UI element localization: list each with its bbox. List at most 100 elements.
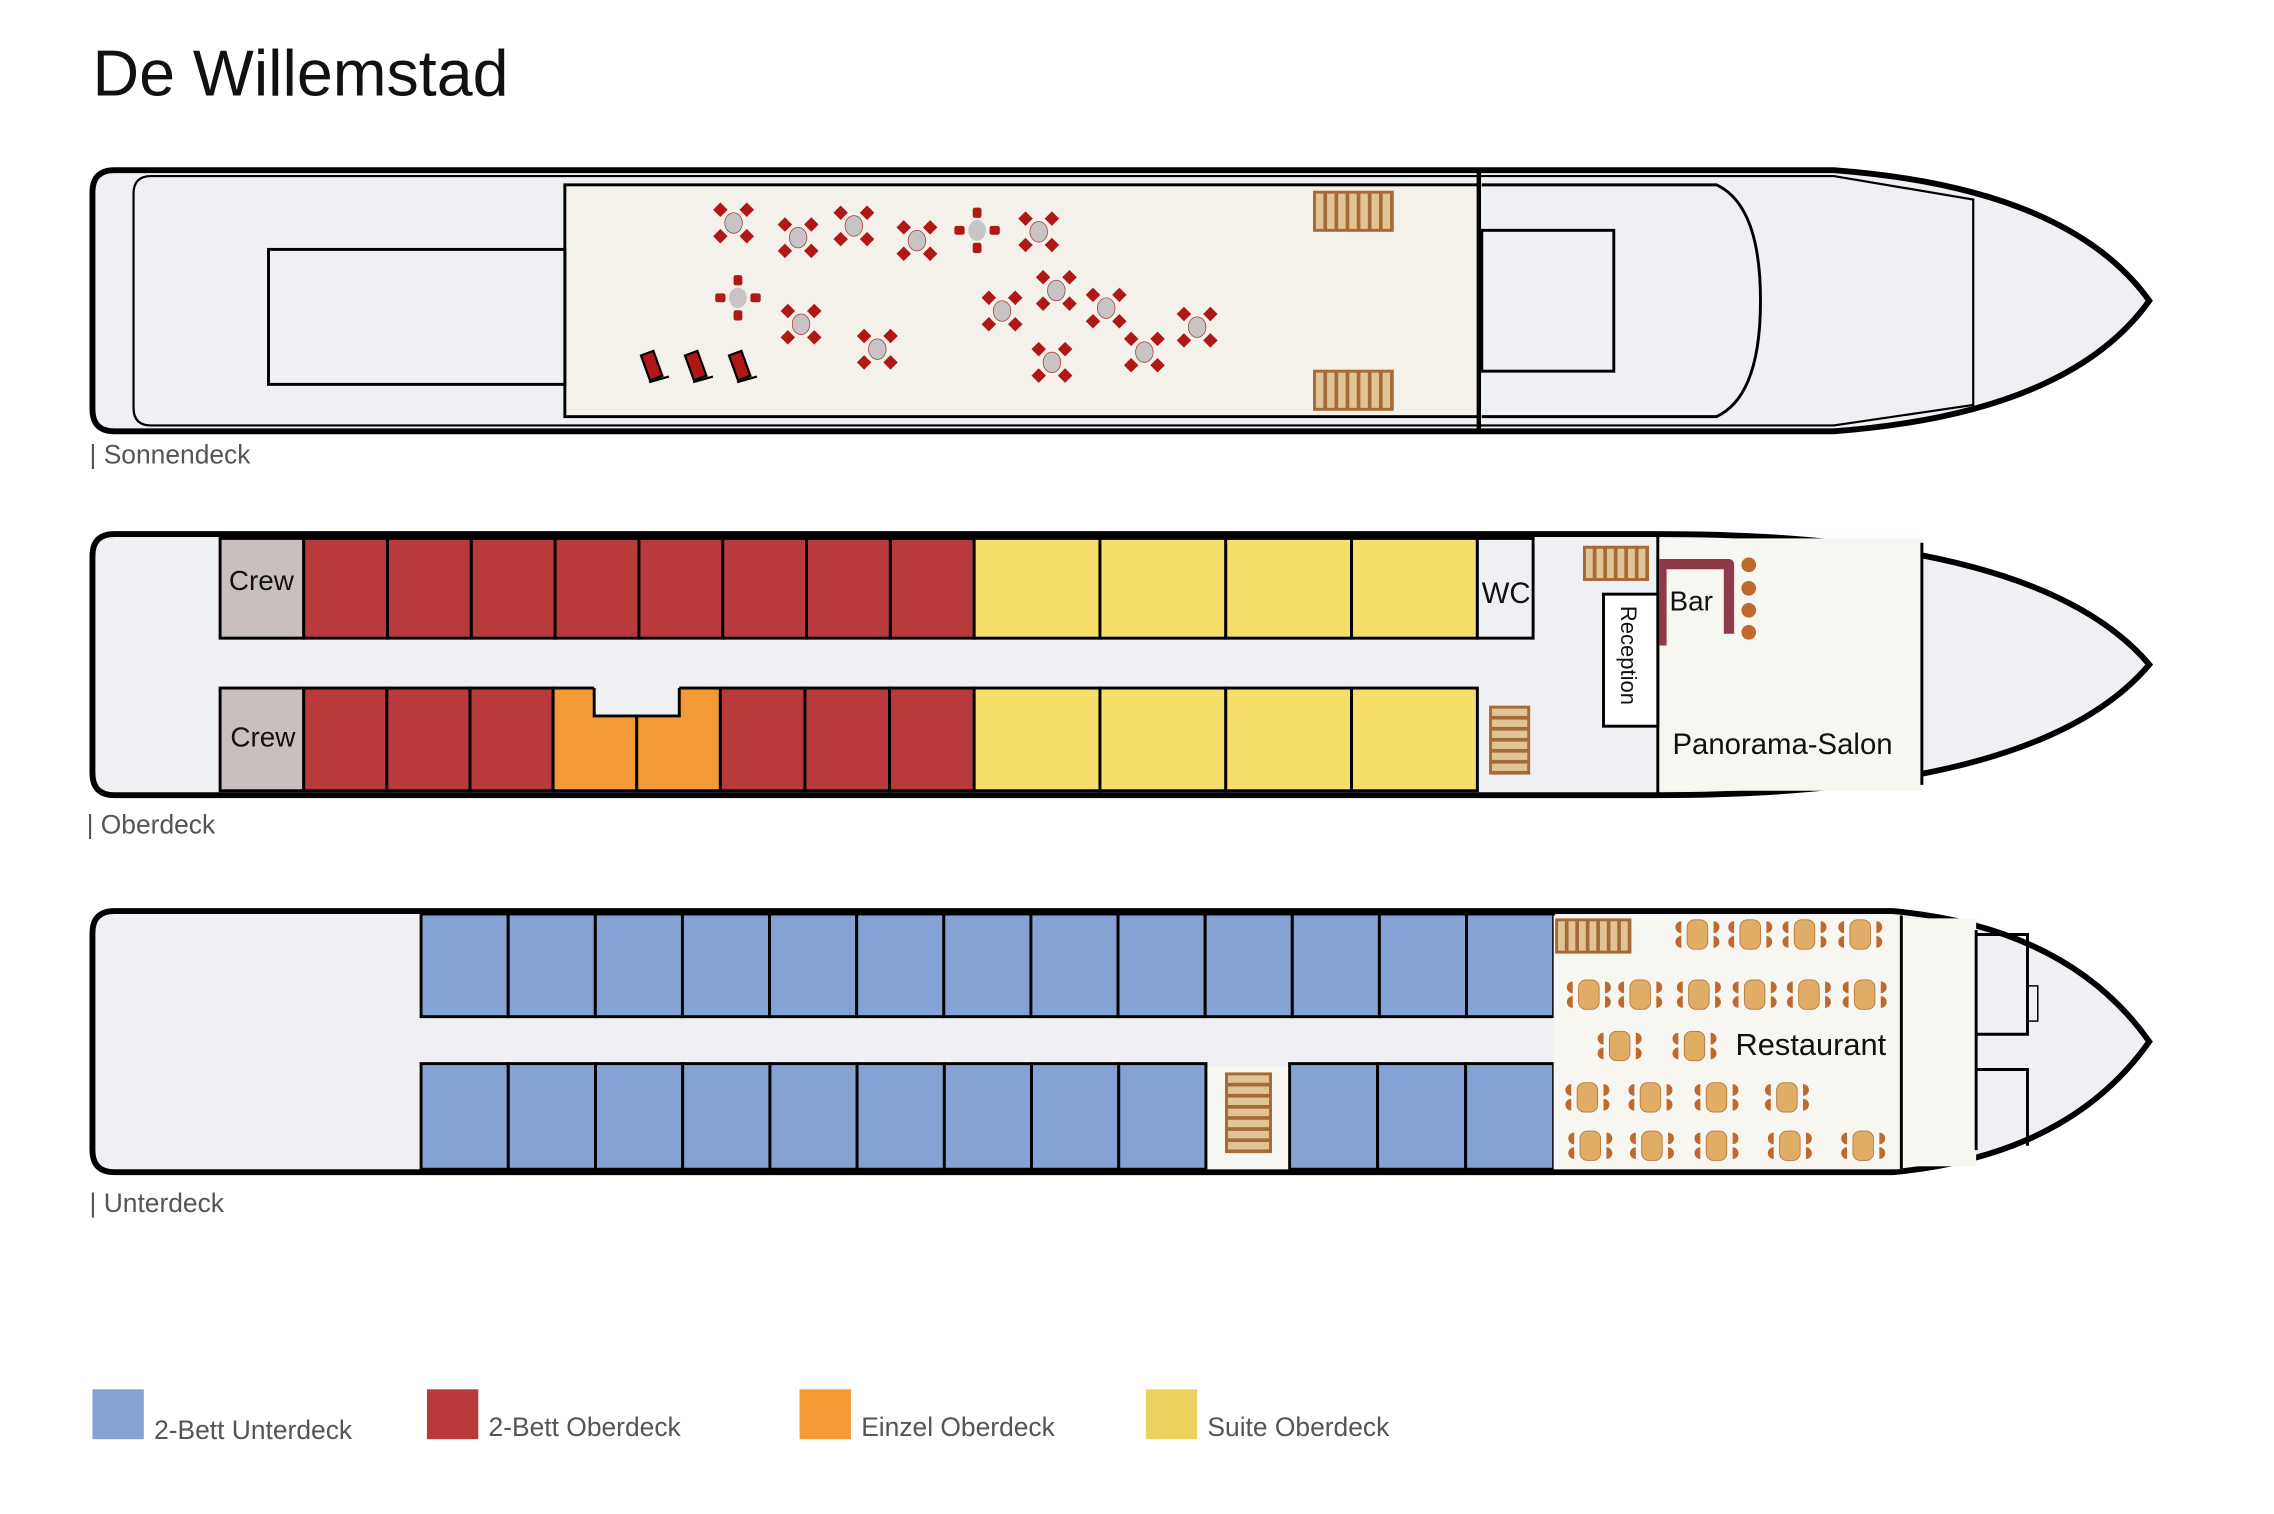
chair [1767, 1147, 1774, 1159]
table-top [1683, 1030, 1706, 1062]
table-top [1576, 1082, 1599, 1113]
chair [1879, 1132, 1886, 1145]
cabin-2bett-unterdeck [1290, 912, 1381, 1019]
chair [1668, 1147, 1674, 1159]
chair [1732, 1147, 1739, 1159]
stair-step [1492, 741, 1528, 749]
chair [1656, 996, 1663, 1008]
chair [1764, 1098, 1771, 1111]
cabin-2bett-unterdeck [855, 912, 946, 1019]
chair [739, 202, 755, 218]
stair-step [1338, 372, 1346, 408]
stair-step [1227, 1086, 1270, 1094]
restaurant-table [1694, 1130, 1739, 1161]
crew-label: Crew [229, 565, 295, 596]
cabin-2bett-oberdeck [468, 686, 555, 793]
cabin-suite-oberdeck [972, 686, 1102, 793]
restaurant-table [1786, 979, 1831, 1010]
chair [1805, 1132, 1812, 1145]
chair [1803, 1084, 1809, 1096]
restaurant-table [1566, 979, 1611, 1010]
chair [804, 217, 819, 232]
chair [1825, 996, 1831, 1008]
cabin-2bett-oberdeck [302, 536, 389, 640]
chair [1604, 981, 1611, 994]
restaurant-table [1618, 979, 1663, 1010]
chair [1825, 981, 1831, 994]
sonnendeck: | Sonnendeck [89, 167, 2153, 470]
restaurant-table [1842, 979, 1887, 1010]
chair [1566, 981, 1573, 994]
chair [1606, 1132, 1613, 1145]
reception-desk [1602, 592, 1660, 728]
wc-label: WC [1482, 577, 1531, 610]
stairs-icon [1582, 545, 1650, 581]
chair [1694, 1132, 1701, 1145]
cabin-2bett-oberdeck [637, 536, 725, 640]
restaurant-table [1728, 919, 1773, 950]
chair [1728, 921, 1735, 934]
chair [1766, 921, 1773, 934]
panorama-salon-label: Panorama-Salon [1672, 728, 1892, 761]
cabin-2bett-oberdeck [718, 686, 807, 793]
table-top [1097, 297, 1116, 319]
table-top [1688, 979, 1710, 1010]
table-top [1042, 351, 1062, 373]
cabin-2bett-unterdeck [1465, 912, 1556, 1019]
chair [1732, 1132, 1739, 1145]
table-top [1852, 1130, 1874, 1161]
chair [896, 246, 911, 262]
chair [1764, 1084, 1771, 1096]
chair [883, 355, 898, 370]
chair [806, 330, 822, 345]
bow-room-bottom [1976, 1068, 2029, 1146]
stair-step [1227, 1108, 1270, 1117]
stairs-icon [1225, 1072, 1272, 1154]
chair [713, 202, 728, 218]
chair [1841, 1147, 1848, 1159]
restaurant-table [1568, 1130, 1613, 1161]
legend-swatch [426, 1389, 479, 1440]
chair [1606, 1147, 1613, 1159]
chair [1820, 921, 1827, 934]
stair-step [1327, 372, 1335, 408]
cabin-2bett-oberdeck [469, 536, 557, 640]
crew-cabin-bottom [218, 686, 306, 793]
stair-step [1492, 752, 1528, 760]
cabin-2bett-unterdeck [506, 1062, 597, 1171]
chair [1568, 1147, 1575, 1159]
chair [1732, 1098, 1739, 1111]
chair [972, 242, 982, 254]
chair [1618, 996, 1625, 1008]
legend-swatch [1145, 1389, 1198, 1440]
legend-item: 2-Bett Unterdeck [92, 1389, 353, 1445]
deck-chair-leg [692, 375, 714, 384]
chair [922, 246, 938, 262]
bar-stool [1741, 557, 1757, 573]
chair [1732, 996, 1739, 1008]
chair [1635, 1047, 1642, 1060]
chair [922, 220, 938, 235]
cabin-2bett-unterdeck [942, 912, 1033, 1019]
stair-step [1227, 1097, 1270, 1106]
bar-label: Bar [1670, 585, 1713, 616]
chair [833, 205, 848, 220]
chair [1728, 935, 1735, 948]
chair [1694, 1084, 1701, 1096]
stair-step [1227, 1141, 1270, 1150]
stair-step [1338, 193, 1346, 229]
chair [1713, 921, 1720, 934]
deck-chair-seat [683, 349, 708, 382]
chair [1732, 981, 1739, 994]
table-top [1578, 979, 1600, 1010]
unterdeck: Restaurant | Unterdeck [89, 908, 2153, 1218]
stair-step [1568, 921, 1576, 951]
chair [972, 207, 982, 218]
restaurant-table [1676, 979, 1721, 1010]
cabin-2bett-unterdeck [855, 1062, 946, 1171]
stair-step [1349, 193, 1357, 229]
table-top [992, 300, 1012, 322]
